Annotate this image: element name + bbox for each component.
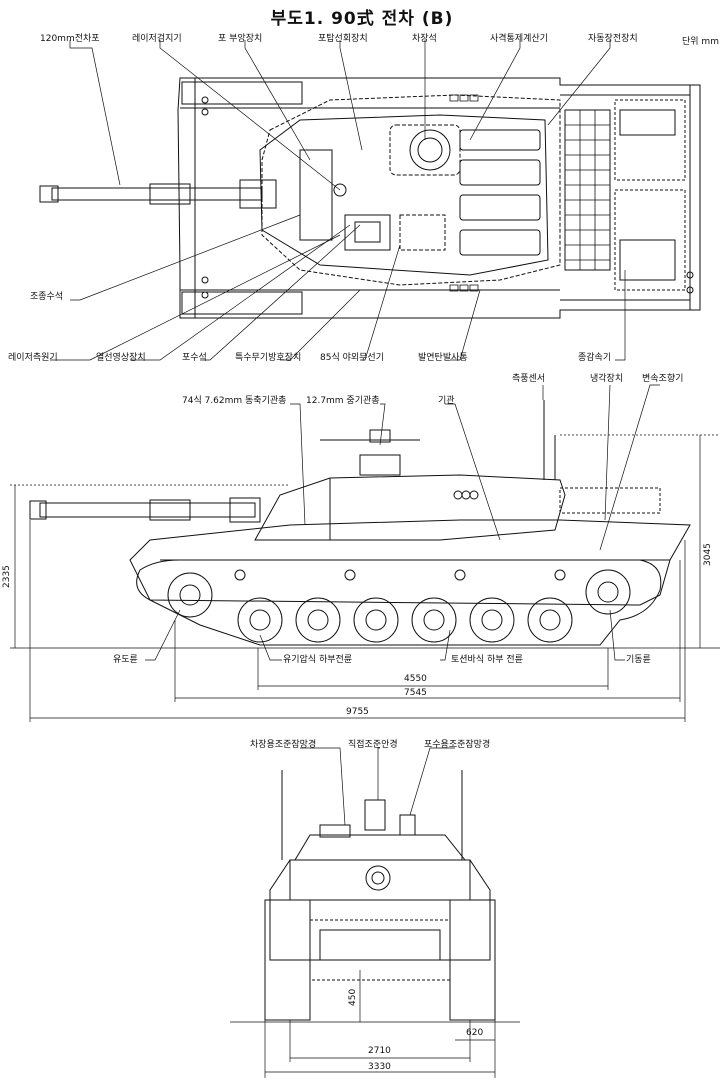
label-hydro-suspension: 유기압식 하부전륜	[282, 655, 354, 666]
label-thermal-imager: 열선영상장치	[96, 353, 146, 363]
label-coax-mg: 74식 7.62mm 동축기관총	[182, 396, 287, 406]
label-driver-seat: 조종수석	[30, 292, 64, 302]
dim-track-width: 620	[466, 1028, 484, 1038]
dim-total-width: 3330	[368, 1062, 391, 1072]
label-cooling: 냉각장치	[590, 374, 624, 384]
label-autoloader: 자동장전장치	[588, 34, 638, 44]
front-gun-muzzle	[366, 866, 390, 890]
label-laser-detector: 레이저검지기	[132, 34, 182, 44]
top-engine-deck	[565, 110, 610, 270]
dim-wheelbase: 4550	[404, 674, 427, 684]
label-idler: 유도륜	[112, 655, 139, 666]
top-hull-outline	[178, 78, 700, 318]
top-gun-barrel	[52, 188, 262, 200]
side-turret-outline	[255, 475, 565, 540]
side-view	[10, 385, 720, 722]
dim-track-center: 2710	[368, 1046, 391, 1056]
front-view	[230, 748, 520, 1078]
side-hull-outline	[130, 520, 690, 605]
dim-height-total: 3045	[703, 543, 713, 566]
label-gun: 120mm전차포	[40, 34, 100, 44]
label-drive-sprocket: 기동륜	[625, 655, 652, 666]
front-turret-outline	[295, 835, 465, 860]
label-torsion-suspension: 토션바식 하부 전륜	[450, 655, 524, 666]
unit-label: 단위 mm	[682, 37, 719, 47]
page-title: 부도1. 90式 전차 (B)	[270, 9, 454, 29]
label-gearbox: 변속조향기	[642, 374, 684, 384]
side-gun-barrel	[40, 503, 255, 517]
label-wind-sensor: 측풍센서	[512, 374, 546, 384]
side-road-wheels	[168, 570, 630, 642]
label-gunner-seat: 포수석	[182, 353, 207, 363]
top-turret-outline	[262, 95, 560, 285]
label-fire-control: 사격통제계산기	[490, 34, 548, 44]
dim-height-hull: 2335	[2, 565, 12, 588]
label-radio: 85식 야외무선기	[320, 353, 384, 363]
label-engine: 기관	[438, 396, 455, 406]
label-smoke-launcher: 발연탄발사통	[418, 353, 468, 363]
label-gun-stabilizer: 포 부앙장치	[218, 34, 263, 44]
label-transmission: 종감속기	[578, 353, 612, 363]
label-commander-sight: 차장용조준잠망경	[250, 740, 317, 750]
dim-total-length: 9755	[346, 707, 369, 717]
label-commander-seat: 차장석	[412, 34, 437, 44]
top-view	[40, 40, 700, 360]
label-heavy-mg: 12.7mm 중기관총	[306, 396, 380, 406]
label-turret-traverse: 포탑선회장치	[318, 34, 368, 44]
label-direct-sight: 직접조준안경	[348, 740, 398, 750]
dim-hull-length: 7545	[404, 688, 427, 698]
label-nbc-protection: 특수무기방호장치	[235, 353, 302, 363]
front-hull-outline	[270, 860, 490, 960]
label-laser-rangefinder: 레이저측원기	[8, 353, 58, 363]
dim-ground-clearance: 450	[348, 988, 358, 1006]
label-gunner-sight: 포수용조준잠망경	[424, 740, 491, 750]
side-track	[137, 560, 661, 645]
